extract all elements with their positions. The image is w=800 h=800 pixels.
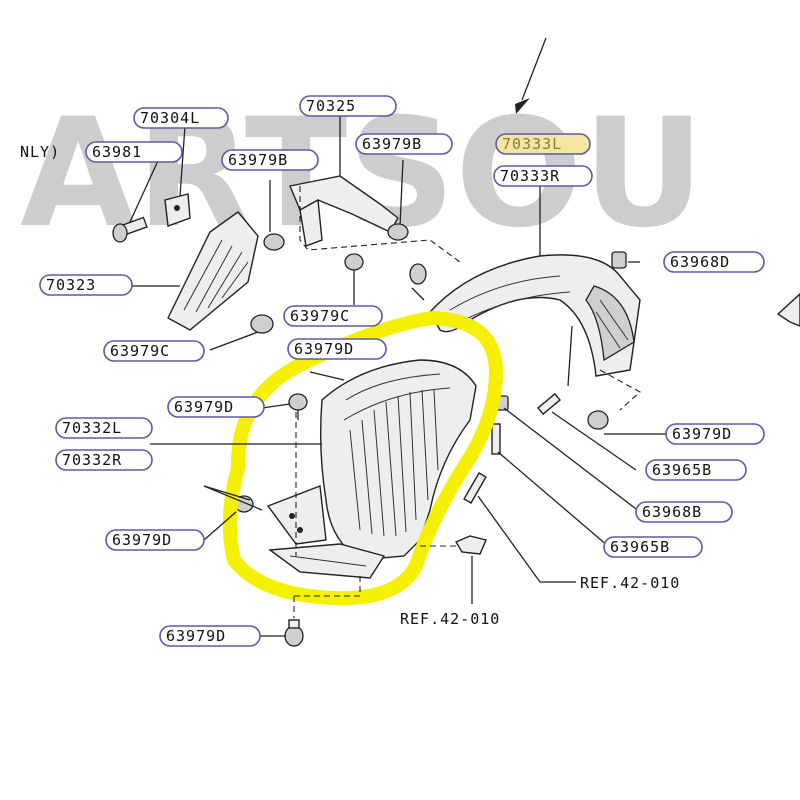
tag-63979d-left: 63979D	[167, 396, 265, 418]
dashed-guide-lines	[293, 186, 641, 618]
clip-fastener-icon	[284, 619, 304, 647]
clip-fastener-icon	[387, 159, 409, 241]
tag-text: 70304L	[140, 109, 200, 127]
tag-text: 70332L	[62, 419, 122, 437]
tag-70333r: 70333R	[493, 165, 593, 187]
tag-text: 70325	[306, 97, 356, 115]
tag-text: 63979D	[166, 627, 226, 645]
tag-text: 63979C	[110, 342, 170, 360]
tag-70325: 70325	[299, 95, 397, 117]
tag-70332l: 70332L	[55, 417, 153, 439]
clip-fastener-icon	[344, 253, 364, 305]
tag-text: 70333R	[500, 167, 560, 185]
ref-text: REF.42-010	[580, 574, 680, 592]
ref-label-bottom: REF.42-010	[400, 610, 500, 628]
tag-63968b: 63968B	[635, 501, 733, 523]
splash-shield-70333-part	[429, 254, 641, 377]
screw-icon	[463, 472, 487, 504]
tag-63965b-low: 63965B	[603, 536, 703, 558]
tag-63981: 63981	[85, 141, 183, 163]
screw-icon	[112, 216, 148, 243]
tag-70304: 70304L	[133, 107, 229, 129]
tag-text: 63979B	[228, 151, 288, 169]
tag-text: 63979C	[290, 307, 350, 325]
tag-text: 63968B	[642, 503, 702, 521]
tag-text: 63981	[92, 143, 142, 161]
arrow-down-icon	[515, 37, 547, 114]
clip-fastener-icon	[587, 410, 609, 430]
ref-part	[454, 535, 487, 555]
screw-icon	[537, 392, 561, 416]
tag-63979d-bottom: 63979D	[159, 625, 261, 647]
partial-label: NLY)	[20, 143, 60, 161]
tag-text: 63968D	[670, 253, 730, 271]
clip-fastener-icon	[288, 393, 308, 420]
tag-text: 70333L	[502, 135, 562, 153]
ref-label-right: REF.42-010	[580, 574, 680, 592]
tag-text: 63965B	[610, 538, 670, 556]
clip-fastener-icon	[263, 180, 285, 251]
tag-63979b-right: 63979B	[355, 133, 453, 155]
tag-63965b-top: 63965B	[645, 459, 747, 481]
nut-icon	[611, 251, 627, 269]
tag-text: 63965B	[652, 461, 712, 479]
tag-text: 70332R	[62, 451, 122, 469]
leader-lines	[129, 112, 668, 637]
tag-63979c-mid: 63979C	[283, 305, 383, 327]
tag-63979b-left: 63979B	[221, 149, 319, 171]
screw-icon	[491, 423, 501, 455]
tag-text: 63979D	[672, 425, 732, 443]
clip-fastener-icon	[209, 314, 274, 351]
tag-text: 63979D	[112, 531, 172, 549]
tag-63979d-right: 63979D	[665, 423, 765, 445]
ref-text: REF.42-010	[400, 610, 500, 628]
tag-70332r: 70332R	[55, 449, 153, 471]
partial-text: NLY)	[20, 143, 60, 161]
splash-shield-70332-part	[266, 359, 477, 579]
partial-part-right	[776, 293, 800, 327]
tag-text: 63979B	[362, 135, 422, 153]
tag-70333l: 70333L	[495, 133, 591, 155]
tag-text: 70323	[46, 276, 96, 294]
tag-text: 63979D	[294, 340, 354, 358]
tag-63979d-lower: 63979D	[105, 529, 205, 551]
tag-63979d-top: 63979D	[287, 338, 387, 360]
tag-text: 63979D	[174, 398, 234, 416]
bracket-70323-part	[167, 211, 259, 331]
tag-70323: 70323	[39, 274, 133, 296]
clip-fastener-icon	[409, 263, 427, 285]
tag-63979c-left: 63979C	[103, 340, 205, 362]
tag-63968d: 63968D	[663, 251, 765, 273]
